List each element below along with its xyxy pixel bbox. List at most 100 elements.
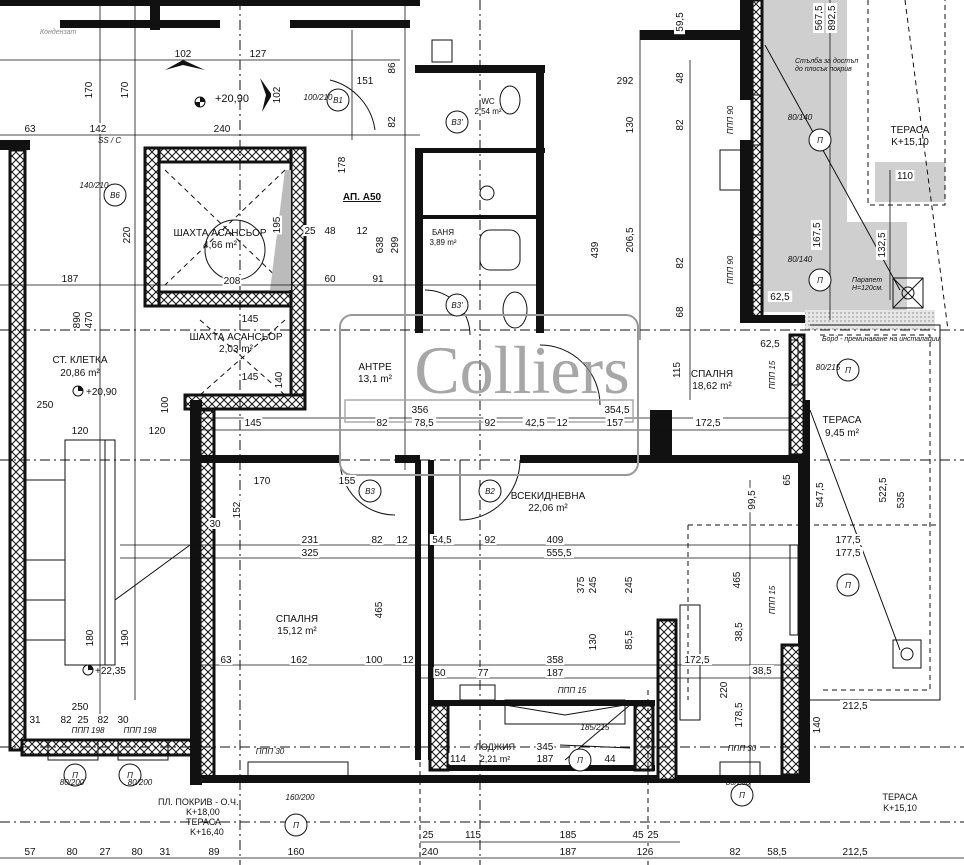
room-area-elevator-shaft-1: 4,66 m²	[203, 240, 238, 251]
dimension-label: 292	[617, 76, 634, 87]
door-tag: П	[72, 771, 78, 780]
room-area-bathroom: 3,89 m²	[429, 238, 456, 247]
dimension-label: 206,5	[625, 227, 636, 252]
dimension-label: 375	[576, 576, 587, 593]
door-size-label: 185/215	[581, 723, 610, 732]
dimension-label: 220	[122, 226, 133, 243]
dimension-label: 120	[72, 426, 89, 437]
door-size-label: 80/215	[816, 363, 841, 372]
room-name-terrace: ТЕРАСА	[823, 415, 862, 426]
dimension-label: 59,5	[675, 12, 686, 32]
door-tag-circle	[445, 293, 469, 317]
dimension-label: 62,5	[770, 292, 790, 303]
dimension-label: 180	[85, 629, 96, 646]
door-tag-circle	[103, 183, 127, 207]
dimension-label: 187	[560, 847, 577, 858]
room-area-bedroom-1: 18,62 m²	[692, 381, 732, 392]
dimension-label: 127	[250, 49, 267, 60]
dimension-label: 78,5	[414, 418, 434, 429]
dimension-label: 465	[732, 571, 743, 588]
dimension-label: 250	[72, 702, 89, 713]
dimension-label: 409	[547, 535, 564, 546]
dimension-label: 358	[547, 655, 564, 666]
note-parapet-2: H=120см.	[852, 285, 883, 292]
dimension-label: 240	[422, 847, 439, 858]
dimension-label: 185	[560, 830, 577, 841]
door-tag: П	[845, 581, 851, 590]
room-area-terrace: 9,45 m²	[825, 428, 860, 439]
dimension-label: 31	[159, 847, 171, 858]
dimension-label: 115	[465, 830, 481, 841]
dimension-label: 522,5	[878, 477, 889, 502]
door-tag-circle	[836, 573, 860, 597]
level-marker-2: +20,90	[86, 387, 117, 398]
door-tag: П	[845, 366, 851, 375]
window-label: ППП 15	[768, 360, 777, 389]
dimension-label: 85,5	[624, 630, 635, 650]
door-tag-circle	[808, 128, 832, 152]
dimension-label: 167,5	[812, 222, 823, 247]
dimension-label: 48	[324, 226, 336, 237]
room-area-entrance: 13,1 m²	[358, 374, 393, 385]
dimension-label: 25	[647, 830, 659, 841]
door-size-label: 80/200	[128, 778, 153, 787]
dimension-label: 92	[484, 535, 496, 546]
dimension-label: 89	[208, 847, 220, 858]
dimension-label: 102	[272, 86, 283, 103]
section-arrow-icon	[260, 78, 272, 112]
dimension-label: 27	[99, 847, 111, 858]
dimension-label: 100	[160, 396, 171, 413]
door-size-label: 140/210	[80, 181, 109, 190]
terrace-top-name: ТЕРАСА	[891, 125, 930, 136]
dimension-label: 145	[242, 314, 259, 325]
terrace-outline	[687, 324, 941, 701]
door-tag: B1	[333, 96, 343, 105]
room-name-elevator-shaft-1: ШАХТА АСАНСЬОР	[173, 228, 266, 239]
door-tag: B3'	[451, 118, 463, 127]
dimension-label: 130	[588, 633, 599, 650]
dimension-label: 99,5	[747, 490, 758, 510]
room-area-staircase: 20,86 m²	[60, 368, 100, 379]
door-size-labels: 100/210140/21080/14080/14080/215185/2158…	[60, 93, 841, 802]
watermark-logo: Colliers	[414, 332, 629, 408]
dimension-label: 178,5	[734, 702, 745, 727]
door-tag-circle	[445, 110, 469, 134]
room-name-elevator-shaft-2: ШАХТА АСАНСЬОР	[189, 332, 282, 343]
roof-terrace-name: ТЕРАСА	[186, 817, 221, 827]
dimension-label: 68	[675, 306, 686, 318]
window-label: ППП 30	[256, 747, 285, 756]
dimension-label: 187	[537, 754, 554, 765]
dimension-label: 82	[376, 418, 388, 429]
dimension-label: 547,5	[815, 482, 826, 507]
dimension-label: 439	[590, 241, 601, 258]
room-name-bedroom-1: СПАЛНЯ	[691, 369, 733, 380]
dimension-label: 212,5	[842, 701, 867, 712]
note-ladder: Стълба за достъп	[795, 57, 858, 65]
apartment-walls	[0, 0, 810, 785]
door-tag: B3'	[451, 301, 463, 310]
door-tag-circle	[478, 479, 502, 503]
dimension-label: 25	[422, 830, 434, 841]
dimension-label: 58,5	[767, 847, 787, 858]
dimension-label: 126	[637, 847, 654, 858]
door-tag: B3	[365, 487, 375, 496]
door-tag: П	[739, 791, 745, 800]
door-tag-circle	[836, 358, 860, 382]
dimension-label: 12	[356, 226, 368, 237]
dimension-label: 63	[24, 124, 36, 135]
roof-level: K+18,00	[186, 807, 220, 817]
door-size-label: 80/140	[788, 255, 813, 264]
dimension-label: 60	[324, 274, 336, 285]
dimension-label: 12	[402, 655, 414, 666]
door-size-label: 160/200	[286, 793, 315, 802]
dimension-label: 82	[729, 847, 741, 858]
dimension-label: 92	[484, 418, 496, 429]
dimension-label: 142	[90, 124, 107, 135]
dimension-label: 250	[37, 400, 54, 411]
terrace-bottom-level: K+15,10	[883, 803, 917, 813]
door-tag-circle	[568, 748, 592, 772]
dimension-label: 245	[624, 576, 635, 593]
